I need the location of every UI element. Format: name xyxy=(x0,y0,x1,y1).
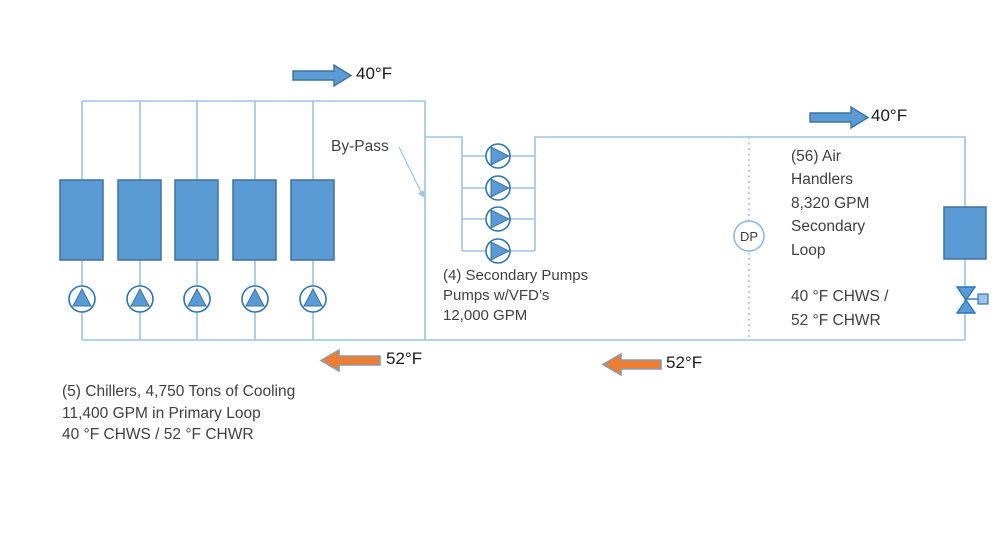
chiller-rect xyxy=(117,179,162,261)
primary-pump xyxy=(183,285,211,313)
secondary-pump xyxy=(485,175,511,201)
pump-manifold-left-header xyxy=(425,136,463,251)
primary-pump xyxy=(126,285,154,313)
primary-pump xyxy=(241,285,269,313)
secondary-pump xyxy=(485,238,511,264)
return-flow-arrow-primary xyxy=(319,348,381,373)
secondary-pump xyxy=(485,206,511,232)
chiller-rect xyxy=(290,179,335,261)
temp-label-supply-secondary: 40°F xyxy=(871,106,908,125)
air-handler-coil xyxy=(943,206,987,260)
bypass-pointer-arrowhead xyxy=(417,190,425,198)
chillers-note: (5) Chillers, 4,750 Tons of Cooling 11,4… xyxy=(62,383,296,443)
primary-pump xyxy=(68,285,96,313)
chiller-rect xyxy=(59,179,104,261)
secondary-pumps-note: (4) Secondary Pumps Pumps w/VFD’s 12,000… xyxy=(443,267,589,324)
bypass-label: By-Pass xyxy=(331,138,389,155)
return-flow-arrow-secondary xyxy=(601,352,662,377)
temp-label-return-secondary: 52°F xyxy=(666,353,703,372)
primary-pump xyxy=(299,285,327,313)
valve-actuator xyxy=(977,293,989,305)
temp-label-supply-primary: 40°F xyxy=(356,64,393,83)
chiller-rect xyxy=(232,179,277,261)
bypass-pointer-line xyxy=(398,146,422,193)
dp-sensor-label: DP xyxy=(739,229,759,244)
supply-flow-arrow-primary xyxy=(292,63,353,88)
secondary-supply-pipe xyxy=(534,136,966,251)
chiller-rect xyxy=(174,179,219,261)
air-handlers-note: (56) Air Handlers 8,320 GPM Secondary Lo… xyxy=(791,148,889,329)
control-valve xyxy=(955,286,989,314)
temp-label-return-primary: 52°F xyxy=(386,349,423,368)
secondary-pump xyxy=(485,143,511,169)
dp-sensor-circle xyxy=(733,220,765,252)
supply-flow-arrow-secondary xyxy=(809,105,870,130)
